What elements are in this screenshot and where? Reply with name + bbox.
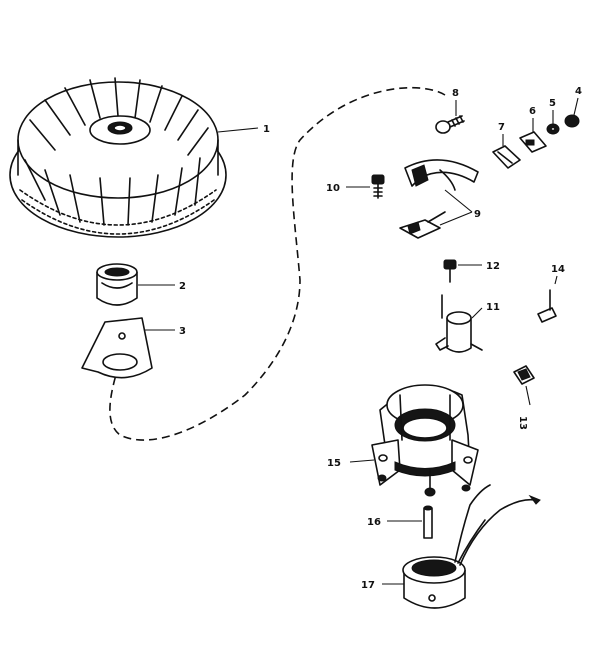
- callout-16: 16: [367, 517, 381, 528]
- callout-11: 11: [486, 302, 500, 313]
- part-bracket-7: [492, 145, 521, 169]
- part-washer-5: [546, 123, 560, 135]
- callout-13: 13: [517, 416, 528, 430]
- assembly-guide-line: [109, 86, 446, 441]
- callout-9: 9: [474, 209, 481, 220]
- callout-8: 8: [452, 88, 459, 99]
- part-gasket: [513, 365, 535, 385]
- part-shaft-16: [423, 505, 433, 539]
- part-baffle-plate: [81, 317, 153, 379]
- callout-2: 2: [179, 281, 186, 292]
- part-flywheel: [9, 77, 227, 238]
- callout-5: 5: [549, 98, 556, 109]
- part-breaker-points: [399, 159, 479, 239]
- part-adapter-sleeve: [96, 263, 138, 306]
- callout-1: 1: [263, 124, 270, 135]
- callout-14: 14: [551, 264, 565, 275]
- callout-4: 4: [575, 86, 582, 97]
- part-clip-6: [519, 131, 547, 153]
- callout-7: 7: [498, 122, 505, 133]
- part-screw-8: [435, 115, 465, 134]
- callout-17: 17: [361, 580, 375, 591]
- callout-10: 10: [326, 183, 340, 194]
- part-screw-10: [371, 174, 385, 199]
- callout-3: 3: [179, 326, 186, 337]
- callout-6: 6: [529, 106, 536, 117]
- part-nut-4: [564, 114, 580, 128]
- callout-12: 12: [486, 261, 500, 272]
- part-stator-housing: [371, 384, 479, 497]
- part-key-pin: [537, 289, 557, 323]
- part-screw-12: [443, 259, 457, 283]
- callout-15: 15: [327, 458, 341, 469]
- part-coil: [402, 484, 541, 609]
- part-condenser: [435, 294, 483, 353]
